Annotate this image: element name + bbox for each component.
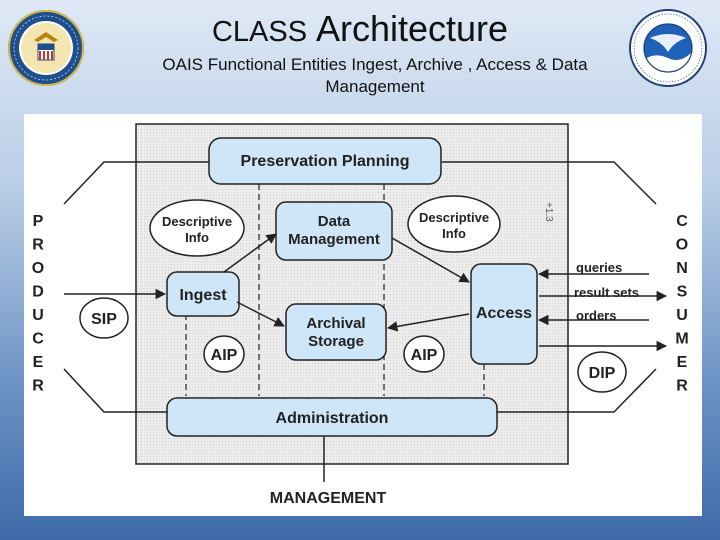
commerce-seal-icon: [8, 10, 84, 86]
preservation-planning-box: [208, 137, 442, 185]
result-sets-label: result sets: [574, 285, 639, 300]
producer-top-line: [63, 161, 209, 205]
archival-storage-box: [285, 303, 387, 361]
ingest-label: Ingest: [179, 287, 227, 304]
management-label: MANAGEMENT: [270, 490, 387, 507]
producer-letter: P: [33, 213, 44, 230]
descriptive-info-right-label-2: Info: [442, 226, 466, 241]
dip-label: DIP: [589, 365, 616, 382]
consumer-top-line: [442, 161, 657, 205]
orders-label: orders: [576, 308, 616, 323]
sip-oval: [79, 297, 129, 339]
archival-storage-label-2: Storage: [308, 333, 364, 350]
dip-oval: [577, 351, 627, 393]
corner-mark: +1.3: [543, 202, 554, 222]
consumer-letter: S: [677, 284, 688, 301]
producer-letter: E: [33, 354, 44, 371]
administration-box: [166, 397, 498, 437]
archival-storage-label-1: Archival: [306, 315, 365, 332]
consumer-letter: O: [676, 237, 688, 254]
flow-arrows: [64, 233, 668, 352]
queries-label: queries: [576, 260, 622, 275]
title-part-2: Architecture: [315, 8, 509, 49]
aip-right-oval: [403, 335, 445, 373]
producer-letter: R: [32, 378, 44, 395]
title-part-1: CLASS: [211, 16, 308, 48]
consumer-letter: C: [676, 213, 688, 230]
consumer-bottom-line: [497, 368, 657, 413]
aip-left-label: AIP: [211, 347, 238, 364]
data-management-box: [275, 201, 393, 261]
descriptive-info-left-label-1: Descriptive: [162, 214, 232, 229]
preservation-planning-label: Preservation Planning: [241, 153, 410, 170]
consumer-letter: M: [675, 331, 688, 348]
slide-title: CLASS Architecture: [0, 8, 720, 50]
consumer-letter: U: [676, 307, 688, 324]
slide-header: CLASS Architecture OAIS Functional Entit…: [0, 0, 720, 110]
slide-subtitle: OAIS Functional Entities Ingest, Archive…: [162, 55, 588, 96]
administration-label: Administration: [276, 410, 389, 427]
sip-label: SIP: [91, 311, 117, 328]
access-label: Access: [476, 305, 532, 322]
descriptive-info-left-oval: [149, 199, 245, 257]
consumer-letter: R: [676, 378, 688, 395]
producer-letter: R: [32, 237, 44, 254]
producer-bottom-line: [63, 368, 169, 413]
access-box: [470, 263, 538, 365]
data-management-label-2: Management: [288, 231, 380, 248]
aip-right-label: AIP: [411, 347, 438, 364]
descriptive-info-left-label-2: Info: [185, 230, 209, 245]
producer-letter: C: [32, 331, 44, 348]
data-management-label-1: Data: [318, 213, 351, 230]
producer-letter: D: [32, 284, 44, 301]
oais-diagram-svg: Preservation Planning Data Management De…: [32, 123, 689, 507]
descriptive-info-right-oval: [407, 195, 501, 253]
consumer-letter: N: [676, 260, 688, 277]
producer-letter: O: [32, 260, 44, 277]
producer-letter: U: [32, 307, 44, 324]
oais-diagram: Preservation Planning Data Management De…: [24, 114, 702, 516]
descriptive-info-right-label-1: Descriptive: [419, 210, 489, 225]
noaa-seal-icon: [629, 9, 707, 87]
aip-left-oval: [203, 335, 245, 373]
consumer-letter: E: [677, 354, 688, 371]
ingest-box: [166, 271, 240, 317]
